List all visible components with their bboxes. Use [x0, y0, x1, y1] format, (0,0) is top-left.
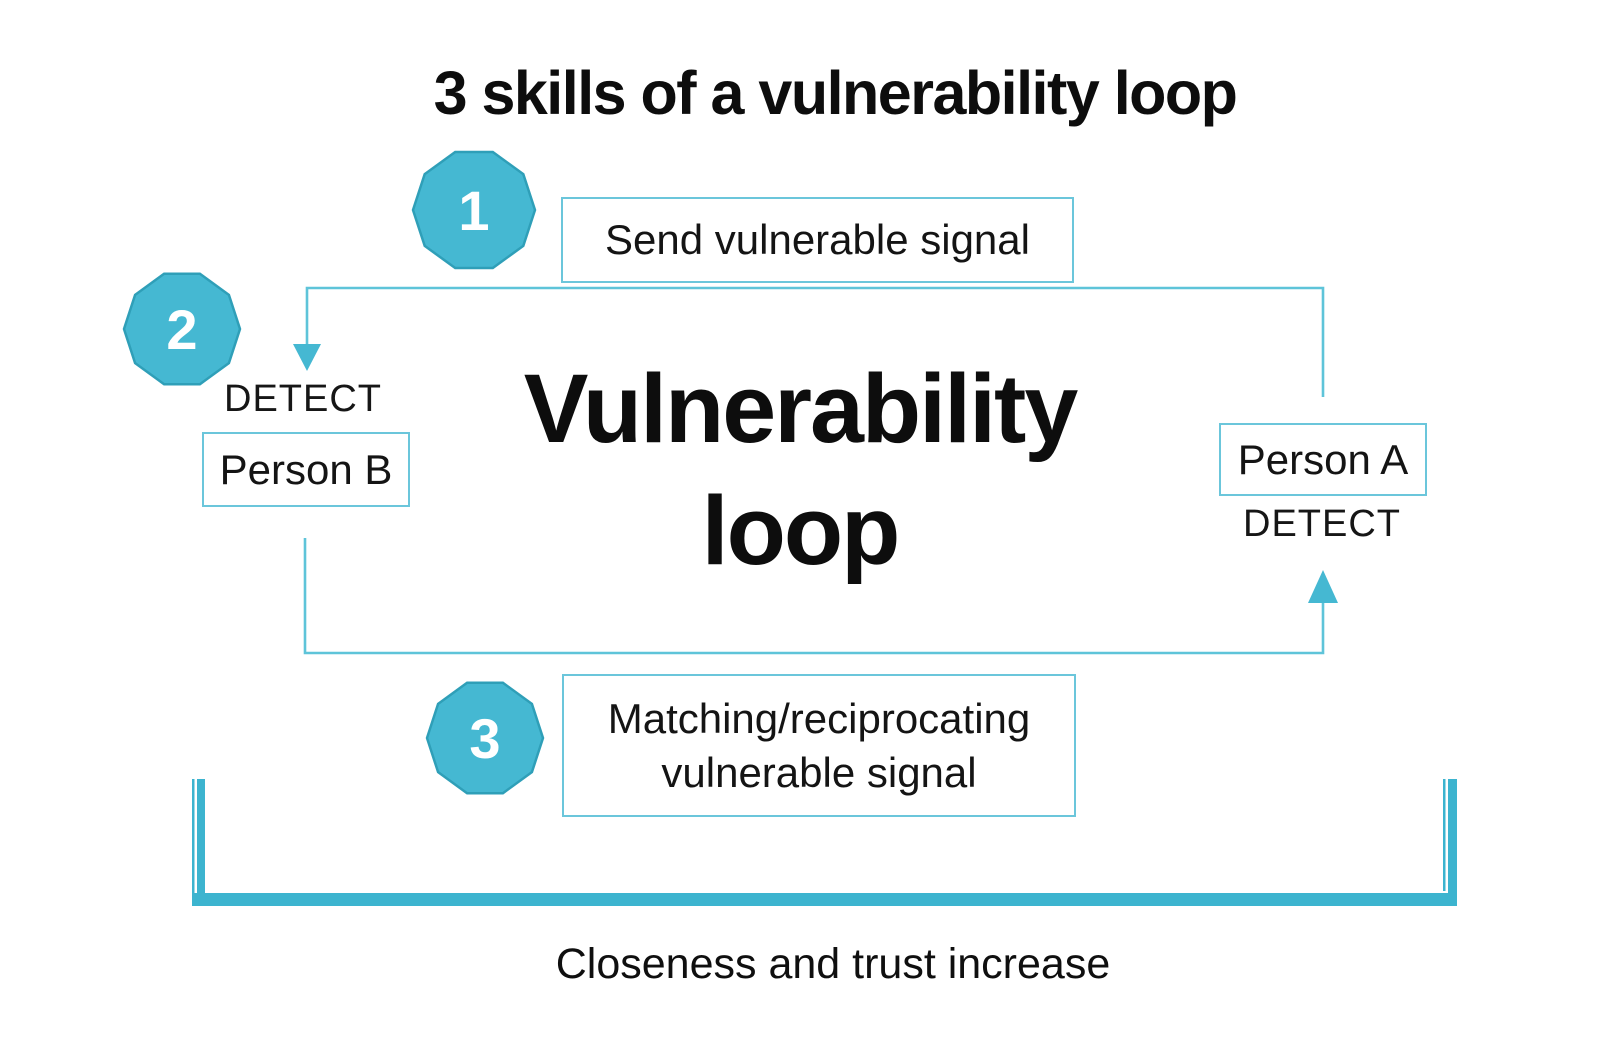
- bracket-left-thin-line: [192, 779, 195, 905]
- detect-label-left: DETECT: [224, 378, 382, 420]
- bracket-bottom-bar: [192, 893, 1456, 906]
- diagram-title: 3 skills of a vulnerability loop: [433, 59, 1238, 127]
- send-vulnerable-signal-box: Send vulnerable signal: [561, 197, 1074, 283]
- closeness-trust-caption: Closeness and trust increase: [555, 940, 1111, 988]
- bracket-right-thin-line: [1443, 779, 1446, 891]
- bracket-right-thick-line: [1448, 779, 1457, 906]
- arrow-up-icon: [1308, 570, 1338, 603]
- badge-3-number: 3: [469, 706, 501, 770]
- vulnerability-loop-line2: loop: [701, 476, 901, 586]
- detect-label-right: DETECT: [1243, 503, 1401, 545]
- person-b-box: Person B: [202, 432, 410, 507]
- badge-2-number: 2: [166, 297, 198, 361]
- bracket-left-thick-line: [197, 779, 205, 905]
- vulnerability-loop-label: Vulnerability loop: [295, 348, 1305, 592]
- send-vulnerable-signal-label: Send vulnerable signal: [605, 216, 1030, 264]
- matching-signal-label: Matching/reciprocating vulnerable signal: [607, 694, 1031, 796]
- person-a-label: Person A: [1237, 435, 1409, 483]
- vulnerability-loop-line1: Vulnerability: [523, 354, 1079, 463]
- person-b-label: Person B: [219, 445, 393, 493]
- person-a-box: Person A: [1219, 423, 1427, 496]
- badge-1-number: 1: [458, 178, 490, 242]
- matching-signal-box: Matching/reciprocating vulnerable signal: [562, 674, 1076, 817]
